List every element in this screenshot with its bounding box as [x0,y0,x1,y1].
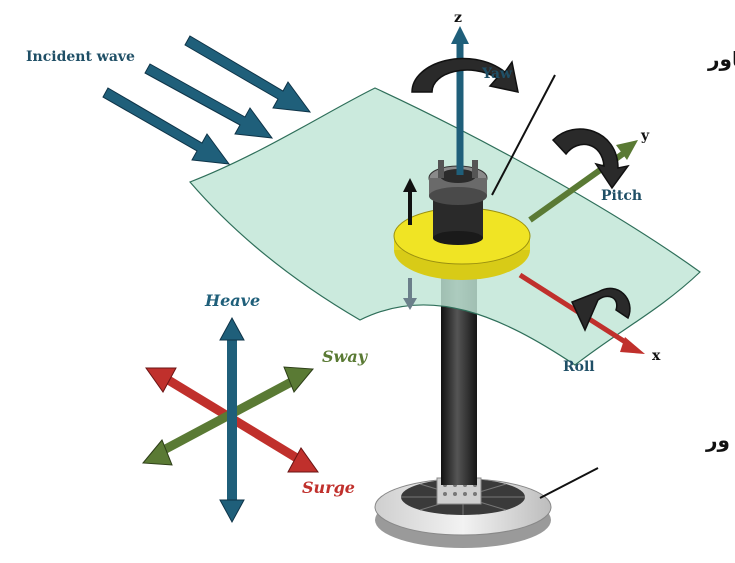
heave-indicator [403,178,417,310]
x-axis-label: x [652,348,661,364]
motion-legend [141,316,319,524]
buoy-label: بویه شناور [707,47,735,71]
yaw-label: Yaw [481,66,513,82]
pitch-label: Pitch [601,188,642,204]
yaw-rotation-arrow [411,57,519,93]
buoy-callout-line [491,74,556,196]
heave-label: Heave [204,291,260,310]
submerged-body-label: بدنه غوطه ور [705,428,735,452]
sway-label: Sway [322,347,369,366]
z-axis-label: z [454,10,462,26]
incident-wave-label: Incident wave [26,49,135,65]
incident-wave-arrows [102,35,312,165]
wave-arrow [184,35,312,113]
floating-buoy [393,160,531,280]
pitch-rotation-arrow [551,128,630,190]
heave-arrow [219,316,245,524]
wave-arrow [102,87,231,165]
wave-arrow [144,63,274,139]
submerged-body-callout-line [539,467,599,499]
roll-rotation-arrow [570,287,631,332]
y-axis-label: y [640,128,650,144]
roll-label: Roll [563,359,595,375]
surge-label: Surge [302,478,355,497]
